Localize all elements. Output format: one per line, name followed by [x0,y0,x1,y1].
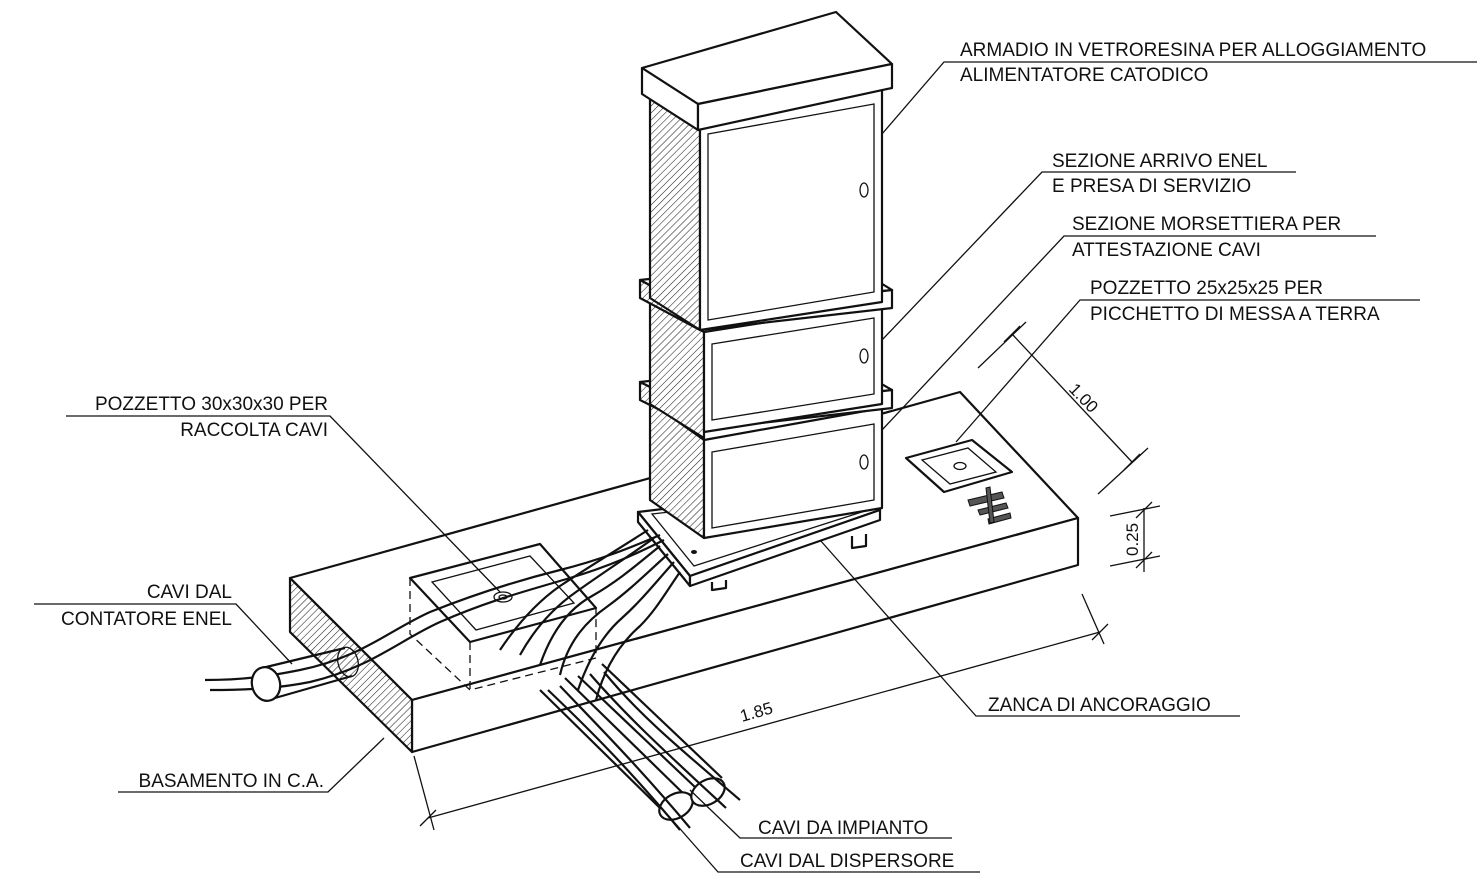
earth-pit-25 [904,438,1014,494]
label-contatore-line1: CAVI DAL [147,582,232,603]
labels: ARMADIO IN VETRORESINA PER ALLOGGIAMENTO… [61,40,1426,872]
dimension-length: 1.85 [738,698,775,725]
label-cavi-impianto: CAVI DA IMPIANTO [758,818,928,839]
ground-symbol-icon [967,486,1012,525]
label-armadio-line1: ARMADIO IN VETRORESINA PER ALLOGGIAMENTO [960,40,1426,61]
label-enel-line2: E PRESA DI SERVIZIO [1052,176,1251,197]
label-armadio-line2: ALIMENTATORE CATODICO [960,65,1208,86]
dimension-depth: 1.00 [1065,380,1102,417]
cabinet [638,10,894,540]
cable-well-30 [408,542,598,691]
label-cavi-dispersore: CAVI DAL DISPERSORE [740,851,954,872]
label-morsettiera-line1: SEZIONE MORSETTIERA PER [1072,214,1341,235]
label-contatore-line2: CONTATORE ENEL [61,609,232,630]
label-morsettiera-line2: ATTESTAZIONE CAVI [1072,240,1261,261]
label-basamento: BASAMENTO IN C.A. [139,771,324,792]
label-pozzetto25-line2: PICCHETTO DI MESSA A TERRA [1090,304,1380,325]
label-zanca: ZANCA DI ANCORAGGIO [988,695,1211,716]
label-pozzetto30-line2: RACCOLTA CAVI [180,420,328,441]
label-pozzetto30-line1: POZZETTO 30x30x30 PER [95,394,328,415]
leader-lines [34,61,1477,873]
dimension-height: 0.25 [1123,523,1142,556]
label-enel-line1: SEZIONE ARRIVO ENEL [1052,151,1267,172]
label-pozzetto25-line1: POZZETTO 25x25x25 PER [1090,278,1323,299]
